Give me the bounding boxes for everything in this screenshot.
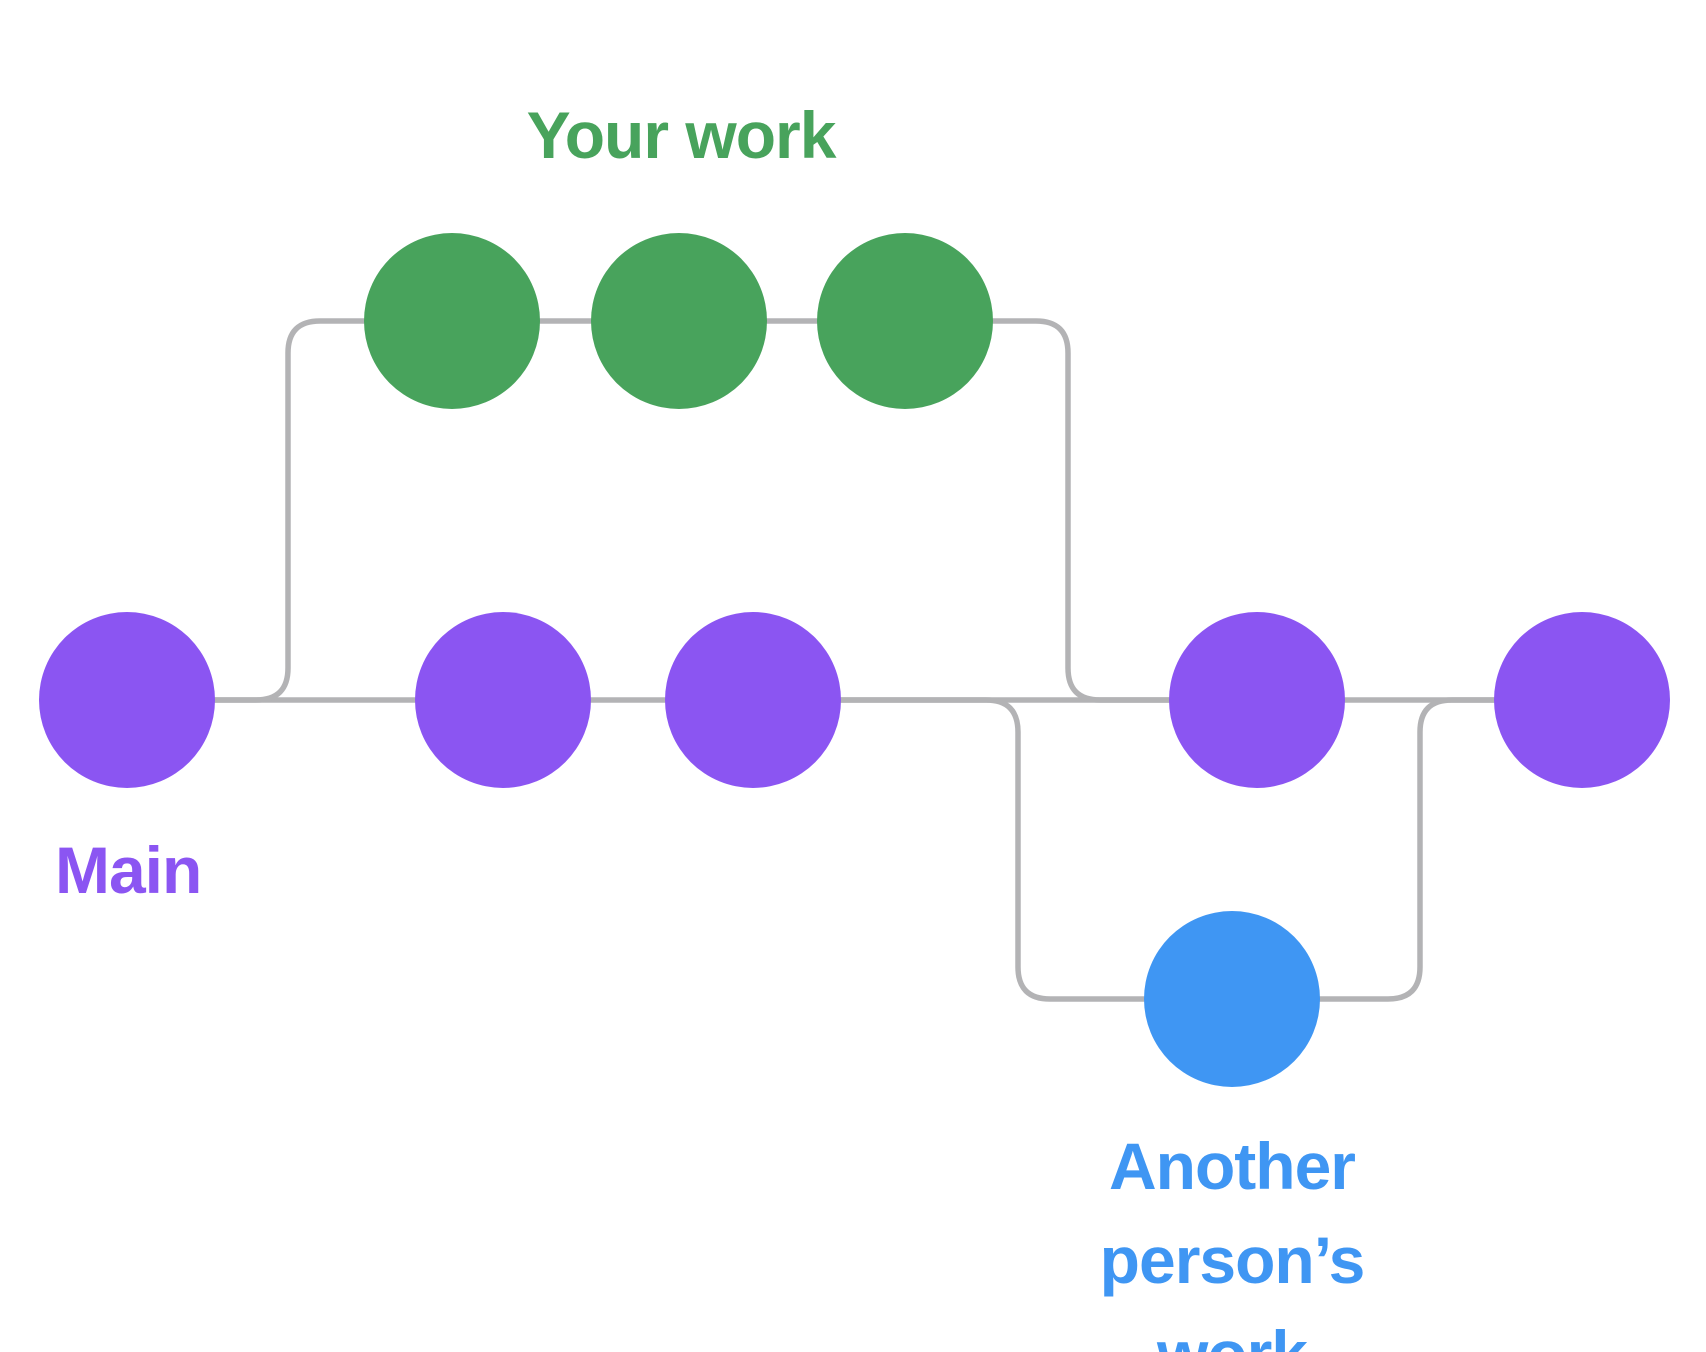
commit-node-main-4 <box>1169 612 1345 788</box>
commit-node-another-persons-work-1 <box>1144 911 1320 1087</box>
commit-node-main-5 <box>1494 612 1670 788</box>
commit-node-layer <box>39 233 1670 1087</box>
commit-node-main-3 <box>665 612 841 788</box>
commit-node-your-work-1 <box>364 233 540 409</box>
commit-node-main-1 <box>39 612 215 788</box>
main-branch-label: Main <box>55 833 202 907</box>
your-work-branch-label: Your work <box>526 98 837 172</box>
commit-node-your-work-3 <box>817 233 993 409</box>
another-persons-work-branch-label: Another person’s work <box>1099 1129 1366 1352</box>
commit-node-main-2 <box>415 612 591 788</box>
commit-node-your-work-2 <box>591 233 767 409</box>
connector-layer <box>124 318 1585 1002</box>
